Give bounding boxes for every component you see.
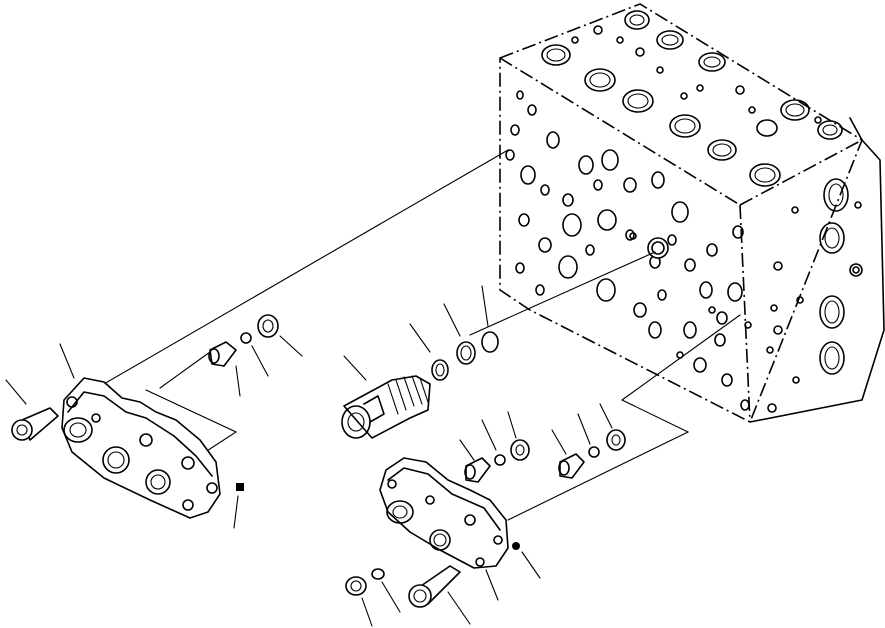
ball-left <box>240 332 252 344</box>
ball-right-1 <box>494 454 506 466</box>
seat-right-1 <box>510 439 530 461</box>
seat-right-2 <box>606 429 626 451</box>
plug-bottom <box>345 576 367 596</box>
pin-right <box>512 542 520 550</box>
right-cover <box>379 457 509 569</box>
leader-lines <box>5 285 613 627</box>
front-face-ports <box>505 90 752 411</box>
valve-body <box>499 3 885 424</box>
bolt-bottom <box>408 565 461 608</box>
pin-left <box>236 483 244 491</box>
relief-rings <box>431 331 499 381</box>
side-face-ports <box>766 116 863 413</box>
o-ring-bottom <box>371 568 385 580</box>
ball-right-2 <box>588 446 600 458</box>
left-cover <box>61 377 221 519</box>
assembly-lines <box>89 149 741 521</box>
poppet-right-2 <box>558 453 585 479</box>
poppet-right-1 <box>464 457 491 483</box>
bolt-left <box>11 407 59 441</box>
relief-valve <box>341 375 431 439</box>
top-face-ports <box>541 10 843 187</box>
poppet-left <box>208 341 237 367</box>
seat-left <box>257 314 279 338</box>
